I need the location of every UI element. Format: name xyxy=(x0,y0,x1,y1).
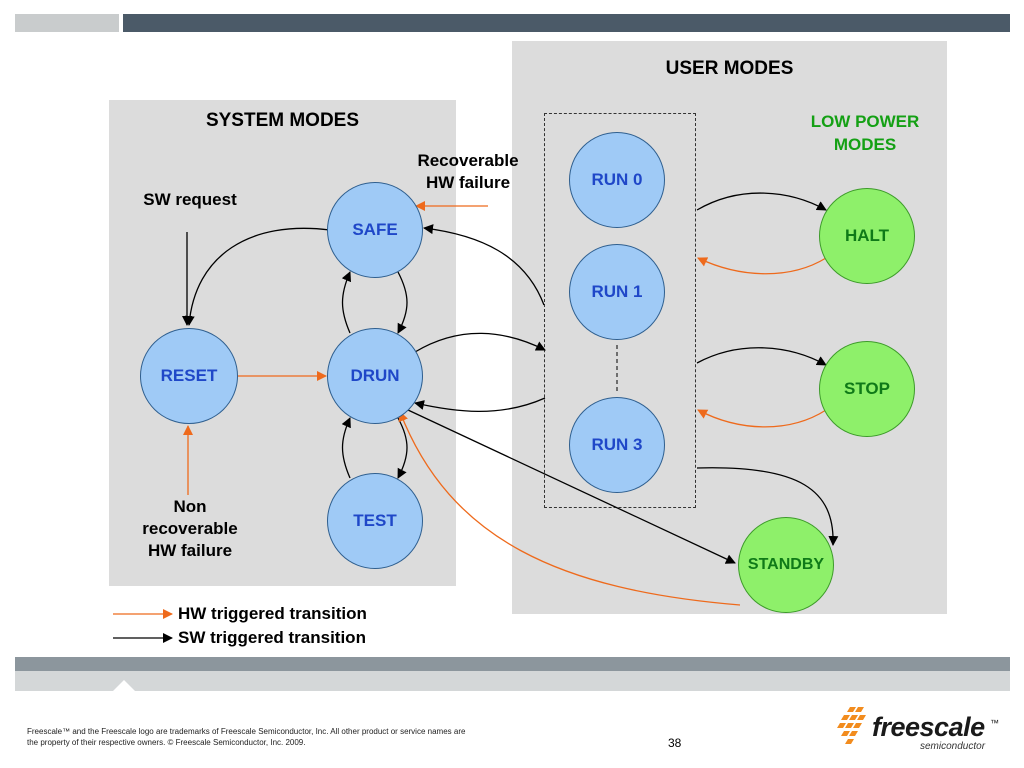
node-drun: DRUN xyxy=(327,328,423,424)
legend-sw-label: SW triggered transition xyxy=(178,628,366,647)
low-power-modes-title: LOW POWER MODES xyxy=(810,112,920,154)
run-modes-group xyxy=(544,113,696,508)
header-bar-light xyxy=(15,14,119,32)
footer-bar-dark xyxy=(15,657,1010,671)
node-run1: RUN 1 xyxy=(569,244,665,340)
node-standby: STANDBY xyxy=(738,517,834,613)
node-test: TEST xyxy=(327,473,423,569)
arrow-drun-to-standby xyxy=(407,409,736,564)
arrow-run-to-stop xyxy=(696,347,827,366)
arrow-safe-to-drun xyxy=(397,271,408,334)
arrow-drun-to-safe xyxy=(341,271,351,334)
node-run3: RUN 3 xyxy=(569,397,665,493)
footer-bar-light xyxy=(15,671,1010,691)
user-modes-title: USER MODES xyxy=(665,58,794,79)
header-bar-dark xyxy=(123,14,1010,32)
arrow-run-to-halt xyxy=(696,192,827,211)
sw-request-label: SW request xyxy=(143,190,237,209)
freescale-logo-sub: semiconductor xyxy=(920,741,986,752)
node-safe: SAFE xyxy=(327,182,423,278)
arrow-drun-to-test xyxy=(397,417,408,479)
arrow-run-to-standby xyxy=(696,467,839,546)
footer-trademark: Freescale™ and the Freescale logo are tr… xyxy=(27,726,547,748)
arrow-halt-to-run xyxy=(697,257,827,275)
footer-notch xyxy=(113,680,135,691)
node-reset: RESET xyxy=(140,328,238,424)
arrow-run-to-safe xyxy=(423,224,545,306)
arrow-stop-to-run xyxy=(697,409,827,428)
arrow-standby-to-drun xyxy=(398,411,741,606)
node-run0: RUN 0 xyxy=(569,132,665,228)
non-recoverable-hw-failure-label: Non recoverable HW failure xyxy=(142,497,238,560)
system-modes-title: SYSTEM MODES xyxy=(205,110,360,131)
arrow-drun-to-run xyxy=(414,332,546,353)
legend-hw-label: HW triggered transition xyxy=(178,604,367,623)
arrow-run-to-drun xyxy=(414,397,546,413)
footer-trademark-line2: the property of their respective owners.… xyxy=(27,738,306,747)
page-number: 38 xyxy=(668,736,682,750)
freescale-logo-icon xyxy=(837,707,866,744)
freescale-logo-tm: ™ xyxy=(990,718,999,728)
footer-trademark-line1: Freescale™ and the Freescale logo are tr… xyxy=(27,727,466,736)
recoverable-hw-failure-label: Recoverable HW failure xyxy=(417,151,519,192)
arrow-safe-to-reset xyxy=(184,227,331,326)
node-halt: HALT xyxy=(819,188,915,284)
freescale-logo-word: freescale xyxy=(872,712,985,742)
node-stop: STOP xyxy=(819,341,915,437)
arrow-test-to-drun xyxy=(341,417,351,479)
